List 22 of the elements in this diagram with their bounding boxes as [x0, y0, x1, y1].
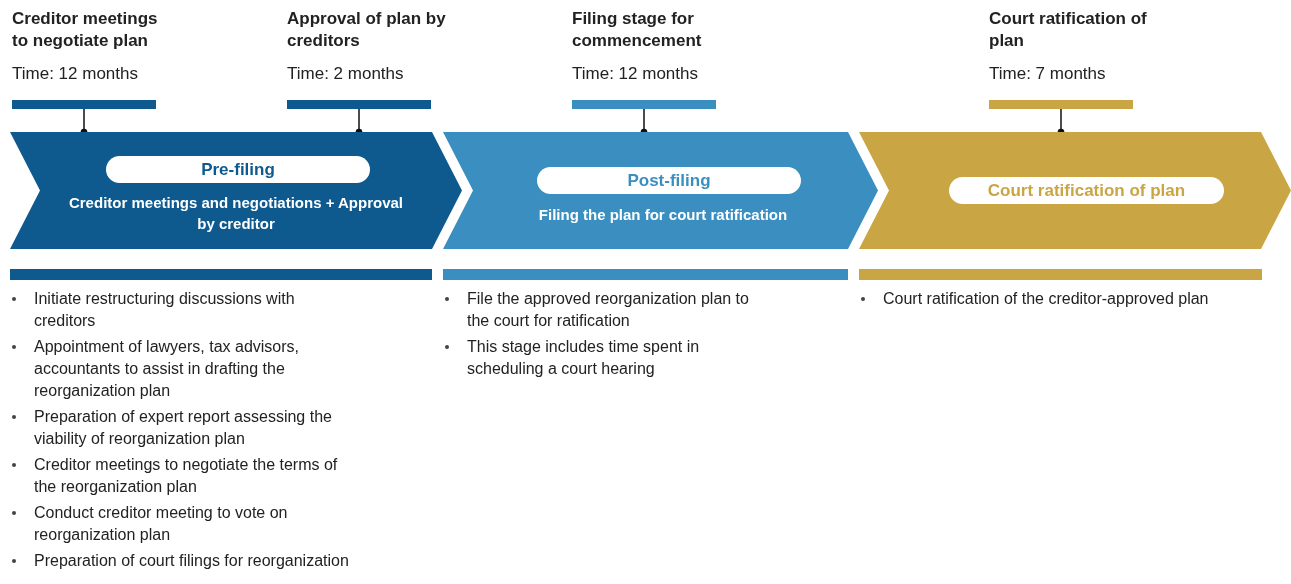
duration-text: Time: 12 months [12, 63, 138, 85]
stage-description: Creditor meetings and negotiations + Approval by creditor [67, 193, 405, 234]
duration-text: Time: 12 months [572, 63, 698, 85]
stage-title: Pre-filing [106, 156, 370, 183]
stage-title: Post-filing [537, 167, 801, 194]
bullet-item: Preparation of court filings for reorganization [34, 552, 349, 569]
milestone-title: Court ratification of plan [989, 8, 1148, 52]
stage-description: Filing the plan for court ratification [537, 205, 789, 225]
bullet-item: Preparation of expert report assessing the viability of reorganization plan [34, 408, 332, 447]
milestone-title: Approval of plan by creditors [287, 8, 447, 52]
bullet-item: Conduct creditor meeting to vote on reorganization plan [34, 504, 288, 543]
milestone-title: Filing stage for commencement [572, 8, 703, 52]
bullet-item: Initiate restructuring discussions with creditors [34, 290, 295, 329]
bullet-item: This stage includes time spent in scheduling a court hearing [467, 338, 700, 377]
duration-text: Time: 2 months [287, 63, 404, 85]
bullet-item: Creditor meetings to negotiate the terms of the reorganization plan [34, 456, 338, 495]
bullet-item: Appointment of lawyers, tax advisors, accountants to assist in drafting the reorganization plan [34, 338, 299, 399]
milestone-title: Creditor meetings to negotiate plan [12, 8, 159, 52]
bullet-item: File the approved reorganization plan to the court for ratification [467, 290, 749, 329]
stage-title: Court ratification of plan [949, 177, 1224, 204]
duration-text: Time: 7 months [989, 63, 1106, 85]
bullet-item: Court ratification of the creditor-approved plan [883, 290, 1209, 307]
